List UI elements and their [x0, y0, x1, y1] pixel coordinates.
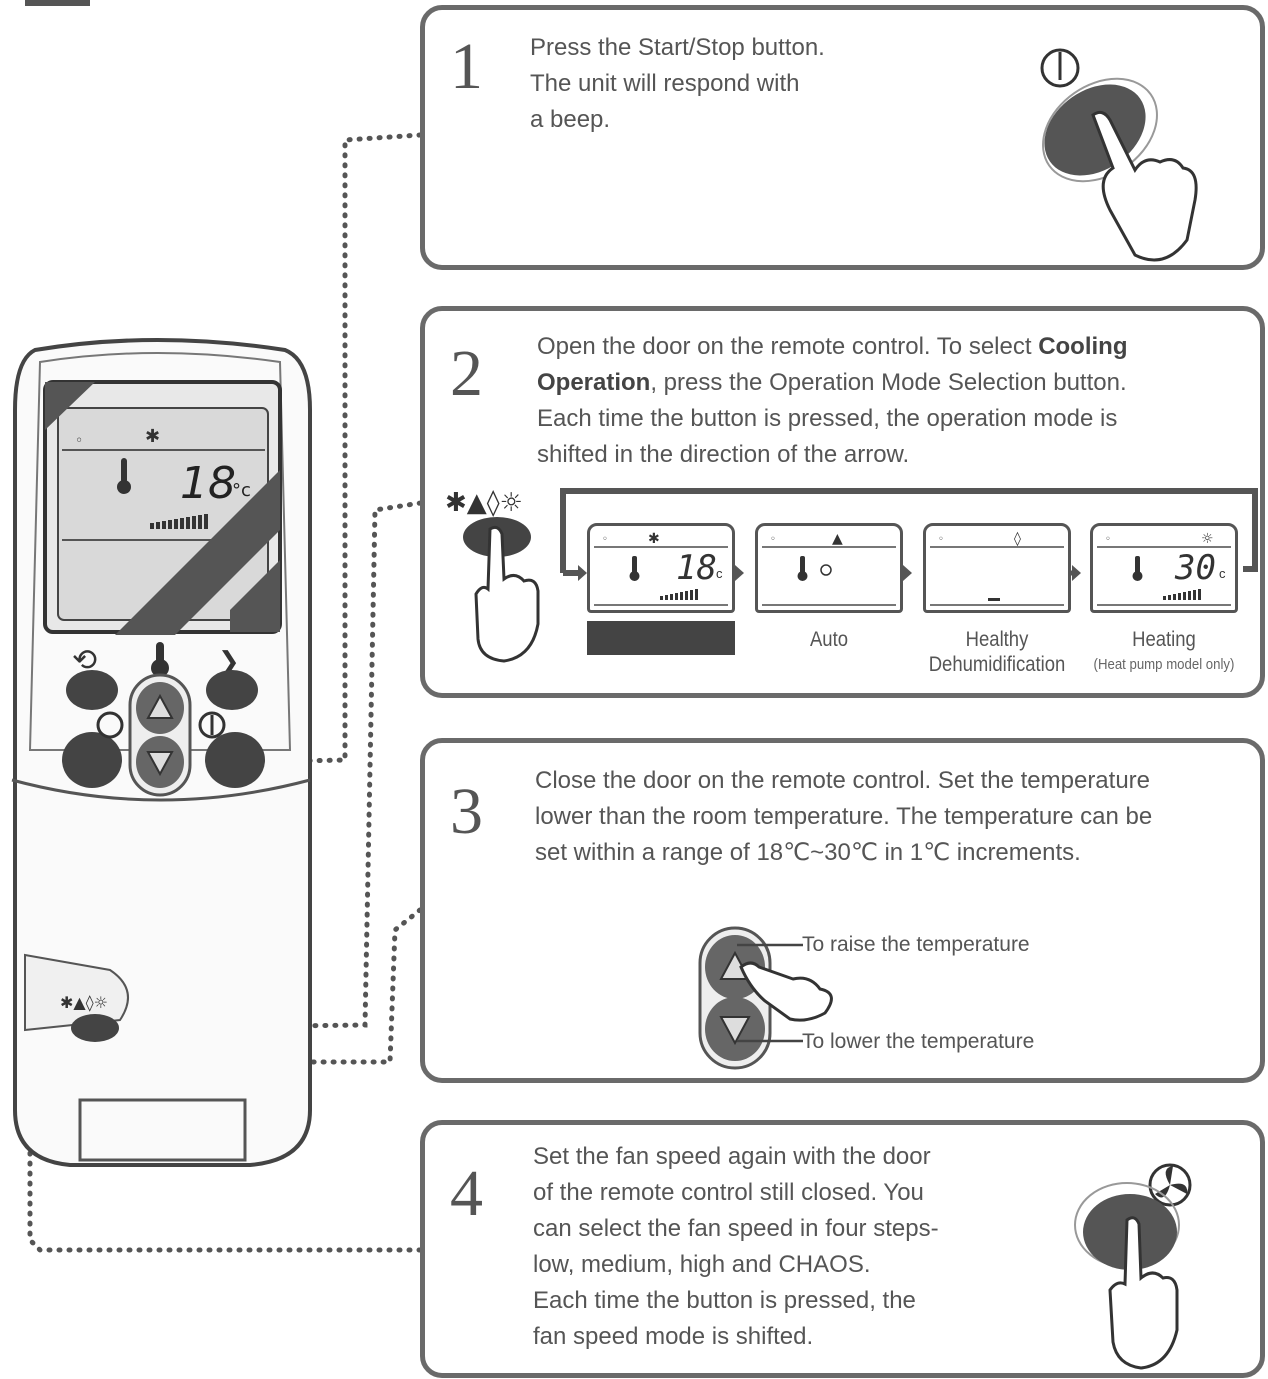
temperature-buttons-illustration — [698, 926, 833, 1070]
step-2-box: 2 Open the door on the remote control. T… — [420, 306, 1265, 698]
page-tab — [25, 0, 90, 6]
svg-text:✱: ✱ — [648, 531, 660, 547]
temperature-down-icon — [719, 1016, 751, 1046]
pointing-hand-icon — [1091, 110, 1198, 262]
svg-text:◦: ◦ — [1105, 534, 1111, 545]
pointing-hand-icon — [739, 961, 833, 1022]
svg-text:◊: ◊ — [1014, 531, 1021, 547]
mode-display-dehumidify: ◦ ◊ — [923, 523, 1071, 613]
mode-button-press-illustration: ✱▲◊☼ — [445, 488, 540, 663]
remote-display-temp: 18 — [180, 458, 236, 509]
lower-temperature-label: To lower the temperature — [802, 1030, 1035, 1053]
step-1-number: 1 — [450, 30, 483, 103]
step-1-box: 1 Press the Start/Stop button. The unit … — [420, 5, 1265, 270]
step-3-number: 3 — [450, 775, 483, 848]
step-1-text: Press the Start/Stop button. The unit wi… — [530, 34, 825, 133]
pointing-hand-icon — [474, 525, 540, 663]
remote-control: ✱ ◦ 18 °c ⟲ ❯ ✱▲◊☼ — [11, 338, 312, 1167]
mode-label-auto: Auto — [809, 628, 849, 651]
mode-icons: ✱▲◊☼ — [445, 488, 523, 518]
step-4-box: 4 Set the fan speed again with the door … — [420, 1120, 1265, 1378]
airflow-icon: ❯ — [218, 647, 240, 677]
mode-display-cool: ◦ ✱ 18 c — [587, 523, 735, 613]
svg-text:◦: ◦ — [938, 534, 944, 545]
mode-display-auto: ◦ ▲ — [755, 523, 903, 613]
svg-text:☼: ☼ — [1201, 531, 1214, 547]
fan-button-press-illustration — [1074, 1163, 1192, 1370]
svg-text:▲: ▲ — [832, 531, 843, 547]
svg-text:✱▲◊☼: ✱▲◊☼ — [60, 993, 108, 1012]
raise-temperature-label: To raise the temperature — [802, 933, 1030, 956]
step-2-number: 2 — [450, 337, 483, 410]
heat-temp: 30 — [1175, 548, 1216, 588]
svg-text:◦: ◦ — [602, 534, 608, 545]
step-4-number: 4 — [450, 1157, 483, 1230]
remote-display-unit: °c — [232, 480, 251, 501]
svg-text:◦: ◦ — [770, 534, 776, 545]
step-3-box: 3 Close the door on the remote control. … — [420, 738, 1265, 1083]
mode-display-heat: ◦ ☼ 30 c — [1090, 523, 1238, 613]
fan-icon — [1148, 1163, 1192, 1207]
mode-label-heating: Heating (Heat pump model only) — [1093, 628, 1235, 673]
mode-label-dehumidify: Healthy Dehumidification — [928, 628, 1066, 676]
cooling-label-redacted — [587, 621, 735, 655]
step-3-text: Close the door on the remote control. Se… — [535, 767, 1153, 866]
power-icon — [1040, 48, 1080, 88]
svg-text:◦: ◦ — [75, 433, 83, 449]
pointing-hand-icon — [1108, 1216, 1179, 1370]
svg-text:✱: ✱ — [145, 426, 160, 447]
power-button-press-illustration — [1040, 48, 1198, 262]
step-2-text: Open the door on the remote control. To … — [537, 333, 1128, 468]
step-4-text: Set the fan speed again with the door of… — [533, 1143, 939, 1350]
cool-temp: 18 — [676, 548, 717, 588]
